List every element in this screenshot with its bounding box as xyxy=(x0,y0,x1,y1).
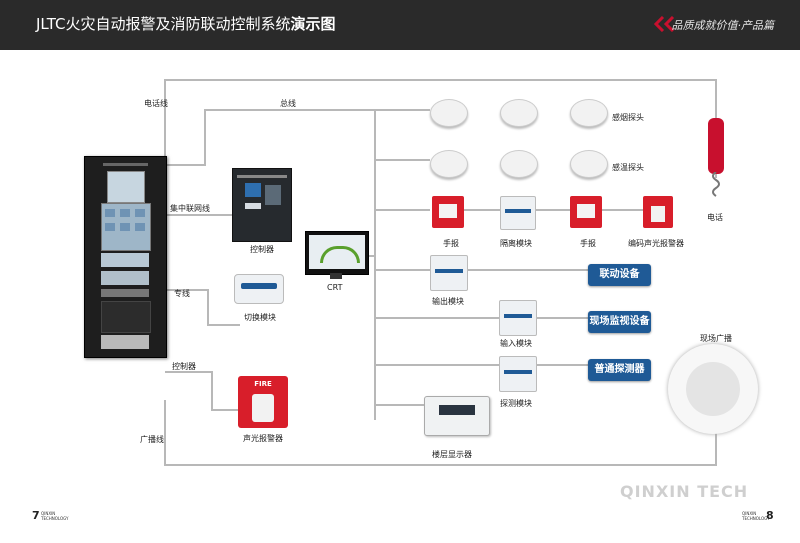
heat-detector-icon xyxy=(500,150,538,178)
crt-monitor xyxy=(305,231,369,275)
coded-alarm-icon xyxy=(643,196,673,228)
heat-detector-label: 感温探头 xyxy=(612,163,644,172)
detection-module-label: 探测模块 xyxy=(500,399,532,408)
site-monitor-button[interactable]: 现场监视设备 xyxy=(588,311,651,333)
linkage-device-button[interactable]: 联动设备 xyxy=(588,264,651,286)
controller-panel xyxy=(232,168,292,242)
phone-cord-icon xyxy=(712,172,720,197)
output-module-icon xyxy=(430,255,468,291)
crt-label: CRT xyxy=(327,283,343,292)
bus-label: 总线 xyxy=(280,99,296,108)
smoke-detector-icon xyxy=(430,99,468,127)
manual-alarm-label: 手报 xyxy=(443,239,459,248)
general-detector-button[interactable]: 普通探测器 xyxy=(588,359,651,381)
sound-light-alarm-label: 声光报警器 xyxy=(243,434,283,443)
smoke-detector-icon xyxy=(500,99,538,127)
left-page-number: 7 xyxy=(32,509,40,522)
switch-module-device xyxy=(234,274,284,304)
network-line-label: 集中联网线 xyxy=(170,204,210,213)
floor-display-icon xyxy=(424,396,490,436)
floor-display-label: 楼层显示器 xyxy=(432,450,472,459)
telephone-label: 电话 xyxy=(707,213,723,222)
dedicated-line-label: 专线 xyxy=(174,289,190,298)
left-brand: QINXIN TECHNOLOGY xyxy=(41,511,69,521)
coded-alarm-label: 编码声光报警器 xyxy=(628,239,684,248)
manual-alarm-icon xyxy=(432,196,464,228)
watermark: QINXIN TECH xyxy=(620,482,749,501)
heat-detector-icon xyxy=(430,150,468,178)
right-brand: QINXIN TECHNOLOGY xyxy=(742,511,770,521)
control-cabinet xyxy=(84,156,167,358)
manual-alarm-icon xyxy=(570,196,602,228)
heat-detector-icon xyxy=(570,150,608,178)
broadcast-line-label: 广播线 xyxy=(140,435,164,444)
controller-label: 控制器 xyxy=(250,245,274,254)
page-title: JLTC火灾自动报警及消防联动控制系统演示图 xyxy=(36,15,336,33)
manual-alarm-label: 手报 xyxy=(580,239,596,248)
site-broadcast-label: 现场广播 xyxy=(700,334,732,343)
input-module-label: 输入模块 xyxy=(500,339,532,348)
telephone-icon xyxy=(708,118,724,174)
switch-module-label: 切换模块 xyxy=(244,313,276,322)
smoke-detector-icon xyxy=(570,99,608,127)
right-page-number: 8 xyxy=(766,509,774,522)
double-chevron-icon xyxy=(654,16,675,32)
telephone-line-label: 电话线 xyxy=(144,99,168,108)
smoke-detector-label: 感烟探头 xyxy=(612,113,644,122)
speaker-icon xyxy=(668,344,758,434)
controller-line-label: 控制器 xyxy=(172,362,196,371)
isolation-module-icon xyxy=(500,196,536,230)
output-module-label: 输出模块 xyxy=(432,297,464,306)
detection-module-icon xyxy=(499,356,537,392)
input-module-icon xyxy=(499,300,537,336)
sound-light-alarm-device: FIRE xyxy=(238,376,288,428)
header-slogan: 品质成就价值·产品篇 xyxy=(671,19,775,32)
isolation-module-label: 隔离模块 xyxy=(500,239,532,248)
